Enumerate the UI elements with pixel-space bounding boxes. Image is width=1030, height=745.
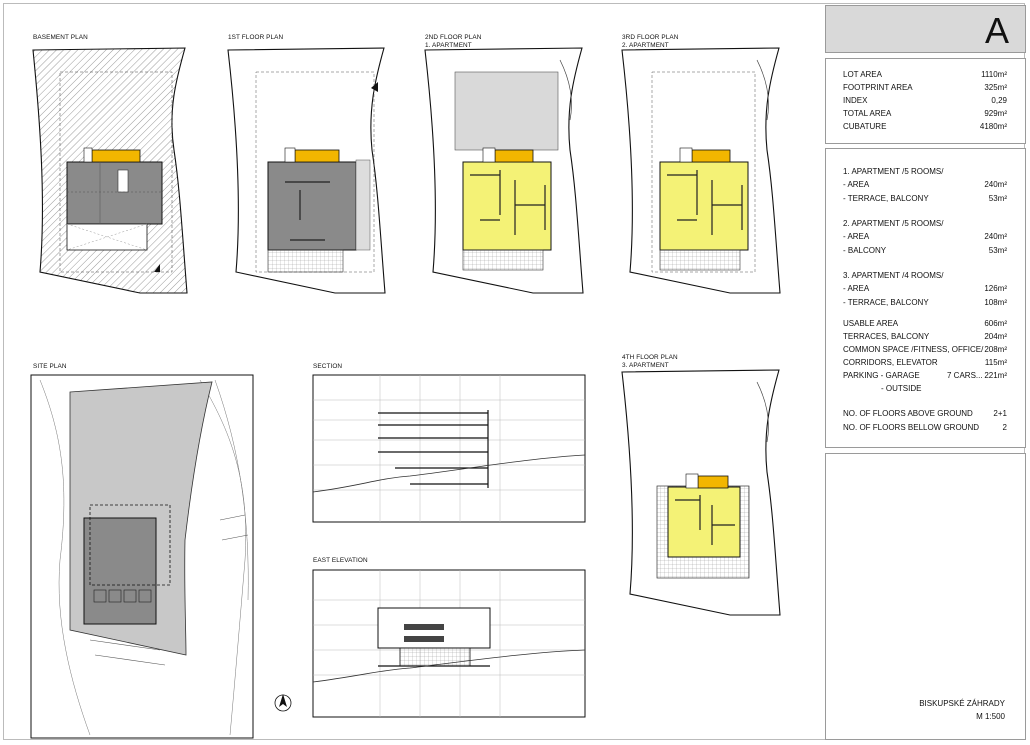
schedule-value: 221m² — [984, 371, 1007, 380]
schedule-value: 108m² — [984, 298, 1007, 307]
schedule-label: NO. OF FLOORS BELLOW GROUND — [843, 423, 980, 432]
title-block: BISKUPSKÉ ZÁHRADY M 1:500 — [825, 453, 1026, 740]
schedule-row: 2. APARTMENT /5 ROOMS/ — [843, 218, 1007, 229]
stat-label: CUBATURE — [843, 122, 887, 131]
schedule-label: - AREA — [843, 284, 870, 293]
schedule-label: 1. APARTMENT /5 ROOMS/ — [843, 167, 944, 176]
schedule-value: 2+1 — [993, 409, 1007, 418]
schedule-value: 53m² — [988, 194, 1007, 203]
schedule-label: - AREA — [843, 232, 870, 241]
east-elevation-label: EAST ELEVATION — [313, 557, 368, 564]
schedule-row: - TERRACE, BALCONY 108m² — [843, 297, 1007, 308]
schedule-row: PARKING - GARAGE 7 CARS...221m² — [843, 370, 1007, 381]
schedule-value: 240m² — [984, 180, 1007, 189]
schedule-row: 1. APARTMENT /5 ROOMS/ — [843, 166, 1007, 177]
schedule-value: 2 — [1002, 423, 1007, 432]
stat-row: CUBATURE 4180m² — [843, 121, 1007, 132]
schedule-row: - AREA 126m² — [843, 283, 1007, 294]
schedule-label: NO. OF FLOORS ABOVE GROUND — [843, 409, 973, 418]
stat-row: FOOTPRINT AREA 325m² — [843, 82, 1007, 93]
stat-row: INDEX 0,29 — [843, 95, 1007, 106]
site-plan-label: SITE PLAN — [33, 363, 67, 370]
schedule-value: 208m² — [984, 345, 1007, 354]
schedule-label: 3. APARTMENT /4 ROOMS/ — [843, 271, 944, 280]
schedule-row: CORRIDORS, ELEVATOR 115m² — [843, 357, 1007, 368]
area-stats-box: LOT AREA 1110m² FOOTPRINT AREA 325m² INDEX 0,… — [825, 58, 1026, 144]
stat-value: 325m² — [984, 83, 1007, 92]
schedule-label: - AREA — [843, 180, 870, 189]
schedule-value: 240m² — [984, 232, 1007, 241]
schedule-value: 204m² — [984, 332, 1007, 341]
stat-row: TOTAL AREA 929m² — [843, 108, 1007, 119]
schedule-label: 2. APARTMENT /5 ROOMS/ — [843, 219, 944, 228]
schedule-value: 115m² — [984, 358, 1007, 367]
drawing-scale: M 1:500 — [976, 712, 1005, 721]
floor1-plan-label: 1st FLOOR PLAN — [228, 34, 284, 41]
schedule-row: TERRACES, BALCONY 204m² — [843, 331, 1007, 342]
schedule-sublabel: 7 CARS... — [947, 371, 983, 380]
schedule-value: 606m² — [984, 319, 1007, 328]
schedule-value: 53m² — [988, 246, 1007, 255]
sheet-letter: A — [984, 10, 1009, 51]
schedule-row: - TERRACE, BALCONY 53m² — [843, 193, 1007, 204]
stat-label: TOTAL AREA — [843, 109, 892, 118]
schedule-label: CORRIDORS, ELEVATOR — [843, 358, 938, 367]
schedule-row: USABLE AREA 606m² — [843, 318, 1007, 329]
schedule-label: PARKING - GARAGE — [843, 371, 920, 380]
schedule-label: - OUTSIDE — [881, 384, 922, 393]
schedule-label: COMMON SPACE /FITNESS, OFFICE/ — [843, 345, 984, 354]
stat-label: INDEX — [843, 96, 868, 105]
schedule-label: - BALCONY — [843, 246, 887, 255]
section-label: SECTION — [313, 363, 343, 370]
schedule-label: - TERRACE, BALCONY — [843, 298, 929, 307]
basement-plan-label: BASEMENT PLAN — [33, 34, 88, 41]
schedule-label: TERRACES, BALCONY — [843, 332, 930, 341]
stat-label: FOOTPRINT AREA — [843, 83, 913, 92]
schedule-row: 3. APARTMENT /4 ROOMS/ — [843, 270, 1007, 281]
apartment-schedule-box: 1. APARTMENT /5 ROOMS/ - AREA 240m² - TERRA… — [825, 148, 1026, 448]
stat-value: 929m² — [984, 109, 1007, 118]
schedule-row: - BALCONY 53m² — [843, 245, 1007, 256]
schedule-row: - AREA 240m² — [843, 231, 1007, 242]
stat-value: 1110m² — [981, 70, 1007, 79]
schedule-value: 126m² — [984, 284, 1007, 293]
schedule-label: USABLE AREA — [843, 319, 899, 328]
project-name: BISKUPSKÉ ZÁHRADY — [919, 699, 1005, 708]
schedule-row: - AREA 240m² — [843, 179, 1007, 190]
schedule-label: - TERRACE, BALCONY — [843, 194, 929, 203]
stat-label: LOT AREA — [843, 70, 882, 79]
schedule-row: NO. OF FLOORS BELLOW GROUND 2 — [843, 422, 1007, 433]
stat-value: 4180m² — [979, 122, 1007, 131]
schedule-row: COMMON SPACE /FITNESS, OFFICE/208m² — [843, 344, 1007, 355]
stat-row: LOT AREA 1110m² — [843, 69, 1007, 80]
stat-value: 0,29 — [991, 96, 1007, 105]
schedule-row: NO. OF FLOORS ABOVE GROUND 2+1 — [843, 408, 1007, 419]
sheet-letter-box: A — [825, 5, 1026, 53]
schedule-row: - OUTSIDE — [843, 383, 1007, 394]
